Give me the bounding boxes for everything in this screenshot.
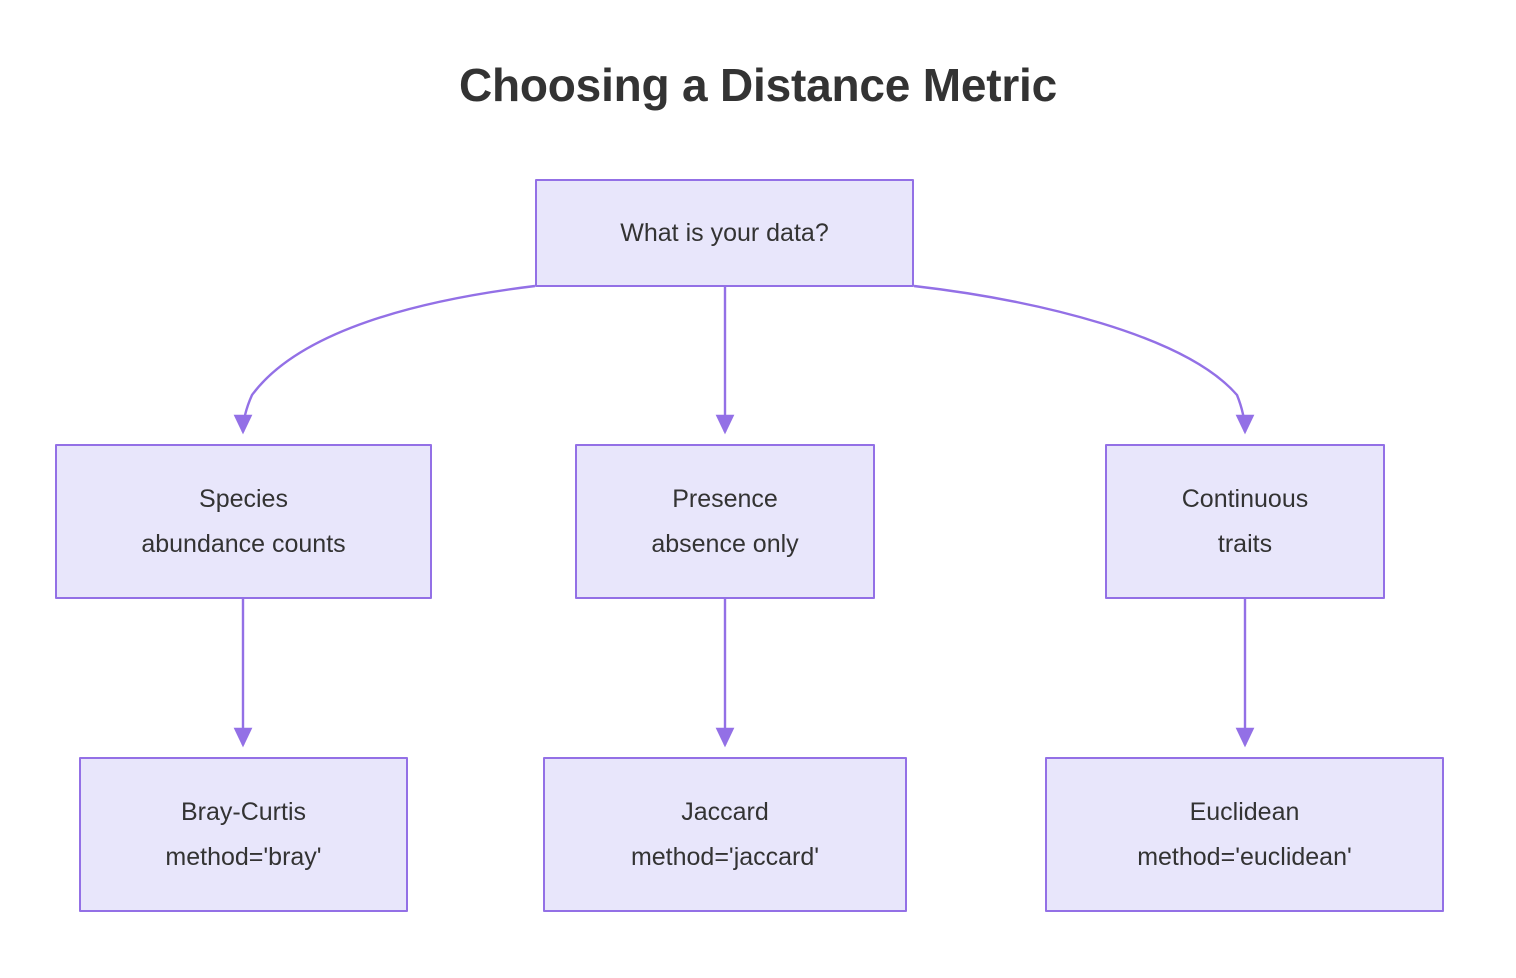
node-label-line2: method='bray' [165, 842, 322, 871]
edge-root-to-abundance [233, 284, 536, 435]
edge-root-to-continuous [913, 284, 1255, 435]
node-label-line2: abundance counts [141, 529, 346, 558]
node-label-line2: method='euclidean' [1137, 842, 1352, 871]
node-label-line2: absence only [651, 529, 799, 558]
node-label-line1: Continuous [1181, 484, 1309, 513]
node-label-line1: What is your data? [620, 218, 829, 247]
node-label-line1: Species [199, 484, 288, 513]
node-continuous-traits[interactable]: Continuous traits [1105, 444, 1385, 599]
node-label-line1: Euclidean [1189, 797, 1300, 826]
node-what-is-your-data[interactable]: What is your data? [535, 179, 914, 287]
node-bray-curtis[interactable]: Bray-Curtis method='bray' [79, 757, 408, 912]
node-euclidean[interactable]: Euclidean method='euclidean' [1045, 757, 1444, 912]
node-label-line2: traits [1217, 529, 1273, 558]
node-label-line1: Presence [672, 484, 778, 513]
node-jaccard[interactable]: Jaccard method='jaccard' [543, 757, 907, 912]
node-label-line1: Jaccard [681, 797, 769, 826]
node-label-line1: Bray-Curtis [180, 797, 306, 826]
node-species-abundance-counts[interactable]: Species abundance counts [55, 444, 432, 599]
node-label-line2: method='jaccard' [630, 842, 820, 871]
page-title: Choosing a Distance Metric [458, 59, 1058, 111]
node-presence-absence-only[interactable]: Presence absence only [575, 444, 875, 599]
